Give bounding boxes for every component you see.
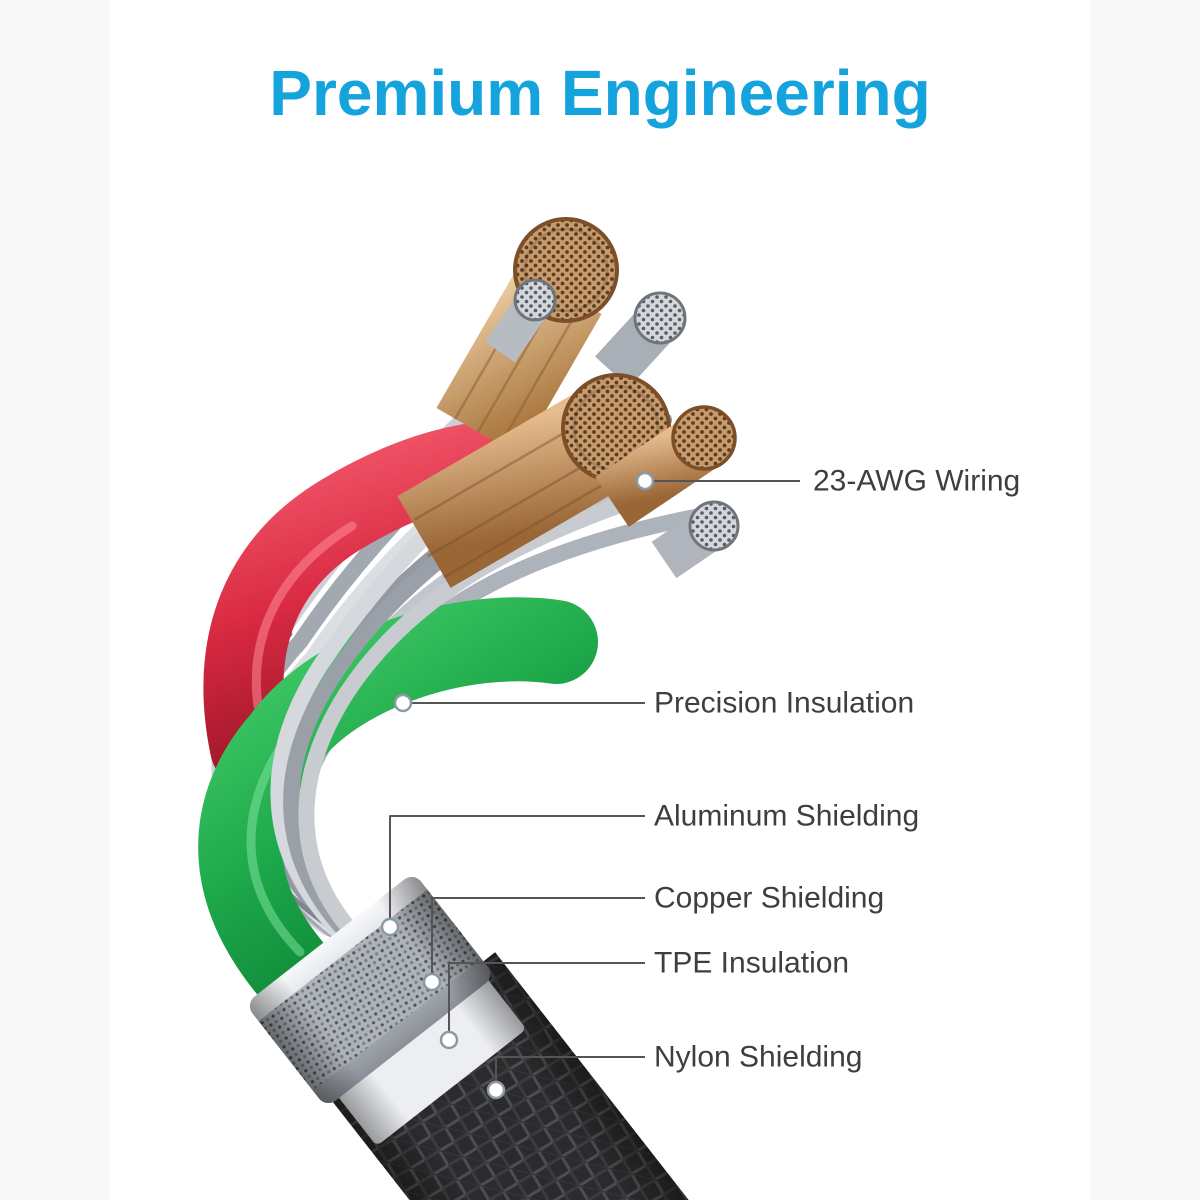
callout-leader-tpe-insulation [439, 962, 645, 1050]
callout-label-precision-insulation: Precision Insulation [654, 686, 915, 720]
leader-line [389, 815, 645, 919]
left-margin [0, 0, 110, 1200]
gray-wire-ends-graphic [485, 278, 740, 579]
leader-line [448, 962, 645, 1032]
callout-label-copper-shielding: Copper Shielding [654, 881, 885, 915]
callout-label-nylon-shielding: Nylon Shielding [654, 1040, 863, 1074]
callout-leader-awg-wiring [635, 471, 800, 491]
callout-label-aluminum-shielding: Aluminum Shielding [654, 799, 920, 833]
callout-dot [422, 972, 442, 992]
leader-line [431, 897, 645, 974]
callout-dot [635, 471, 655, 491]
callout-leader-copper-shielding [422, 897, 645, 992]
wire-end-cap-copper-right [671, 405, 737, 471]
callout-dot [393, 693, 413, 713]
callout-dot [486, 1080, 506, 1100]
copper-wire-bundles-graphic [397, 217, 740, 588]
callout-dot [380, 917, 400, 937]
leader-line [495, 1056, 645, 1082]
page-title: Premium Engineering [269, 57, 931, 129]
callout-label-tpe-insulation: TPE Insulation [654, 946, 850, 980]
metal-collar-graphic [249, 876, 491, 1104]
callout-dot [439, 1030, 459, 1050]
right-margin [1090, 0, 1200, 1200]
callout-leader-nylon-shielding [486, 1056, 645, 1100]
callout-leader-aluminum-shielding [380, 815, 645, 937]
tpe-sleeve-graphic [336, 976, 524, 1144]
callout-leader-precision-insulation [393, 693, 645, 713]
callout-leaders [380, 471, 800, 1100]
callout-label-23-awg-wiring: 23-AWG Wiring [813, 464, 1021, 498]
